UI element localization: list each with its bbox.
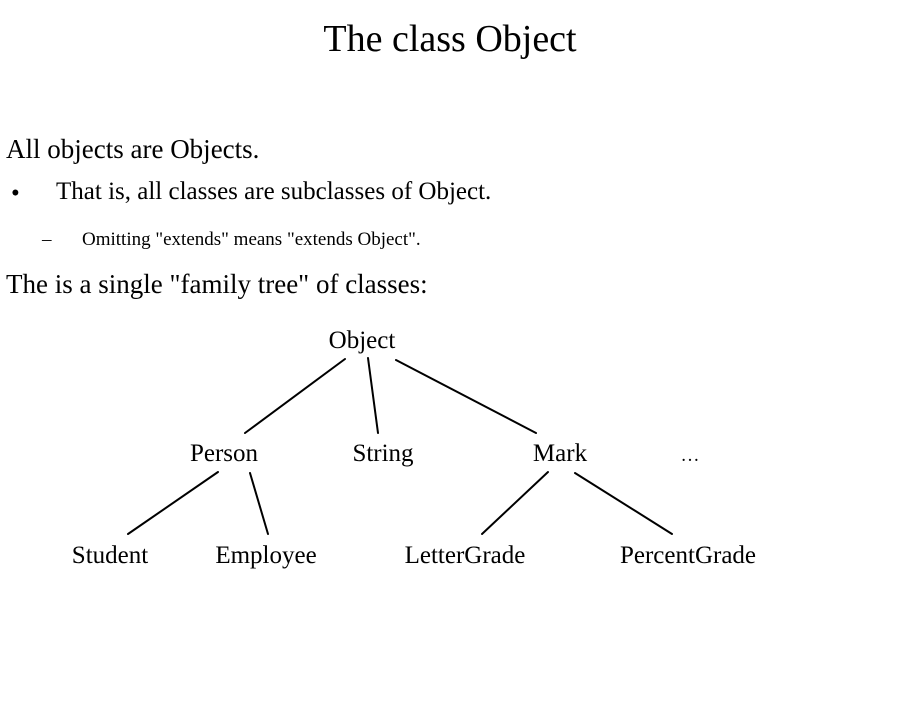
body-line-omitting: Omitting "extends" means "extends Object… <box>82 229 421 250</box>
tree-node-string: String <box>352 440 414 467</box>
tree-node-person: Person <box>189 440 259 467</box>
tree-node-ellipsis: … <box>680 445 700 466</box>
body-line-family-tree: The is a single "family tree" of classes… <box>6 269 428 299</box>
tree-node-student: Student <box>71 542 149 569</box>
tree-node-lettergrade: LetterGrade <box>404 542 526 569</box>
body-line-that-is: That is, all classes are subclasses of O… <box>56 178 492 205</box>
tree-node-object: Object <box>328 327 396 354</box>
edge-mark-lettergrade <box>481 471 549 535</box>
edge-person-student <box>127 471 219 535</box>
page-title: The class Object <box>323 18 577 60</box>
tree-node-employee: Employee <box>215 542 317 569</box>
bullet-marker-dash: – <box>42 229 52 250</box>
body-line-all-objects: All objects are Objects. <box>6 134 260 164</box>
edge-object-string <box>367 357 379 434</box>
bullet-marker-dot: • <box>11 180 20 207</box>
tree-node-percentgrade: PercentGrade <box>619 542 757 569</box>
edge-mark-percentgrade <box>574 472 673 535</box>
edge-object-mark <box>395 359 537 434</box>
edge-object-person <box>244 358 346 434</box>
tree-node-mark: Mark <box>532 440 588 467</box>
edge-person-employee <box>249 472 269 535</box>
